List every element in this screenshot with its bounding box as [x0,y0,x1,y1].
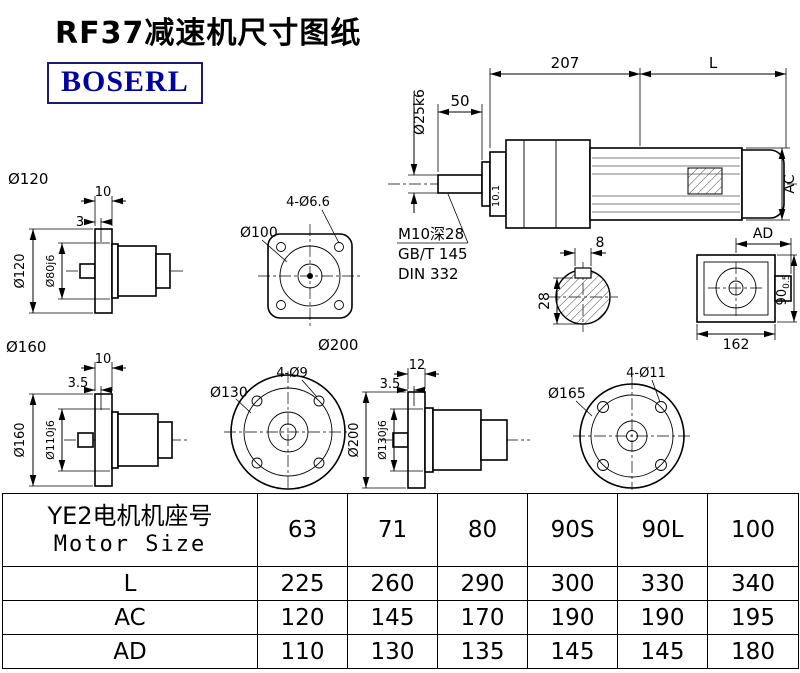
flange-200-view: 12 3.5 Ø200 Ø130j6 [347,358,530,489]
holes-11-label: 4-Ø11 [626,366,666,381]
table-cell: 195 [707,600,799,635]
motor-size-header-cell: YE2电机机座号 Motor Size [2,493,258,567]
spigot-110-dia-label: Ø110j6 [44,420,57,460]
ad-end-view: AD 162 900.5 [696,226,798,353]
table-cell: 290 [437,566,528,601]
thread-note-label: M10深28 [398,225,464,243]
key-width-label: 8 [596,235,605,251]
dia-165-label: Ø165 [548,386,586,402]
spigot-80-dia-label: Ø80j6 [44,255,57,288]
table-cell: 120 [257,600,348,635]
table-cell: 225 [257,566,348,601]
flange-200-dia-label: Ø200 [347,422,362,457]
row-label-AD: AD [2,634,258,669]
size-100-cell: 100 [707,493,799,567]
flange-100-view: 4-Ø6.6 Ø100 [240,195,362,328]
dim-101-label: 10.1 [491,185,502,207]
table-cell: 340 [707,566,799,601]
dim-L-label: L [709,54,718,72]
flange-130-view: Ø200 Ø130 4-Ø9 [210,336,358,490]
flange-160-dia-label: Ø160 [13,422,28,457]
dim-35-label-200: 3.5 [380,377,401,392]
flange-120-view: Ø120 10 3 Ø120 Ø80j6 [8,170,186,314]
dim-90-label: 900.5 [775,275,792,306]
table-cell: 260 [347,566,438,601]
dim-10-label: 10 [95,185,112,200]
size-63-cell: 63 [257,493,348,567]
table-cell: 130 [347,634,438,669]
dim-207-label: 207 [551,54,580,72]
table-cell: 180 [707,634,799,669]
flange-165-view: Ø165 4-Ø11 [548,366,691,490]
size-71-cell: 71 [347,493,438,567]
table-cell: 110 [257,634,348,669]
dia-130-label: Ø130 [210,385,248,401]
shaft-dia-label: Ø25k6 [412,89,428,135]
table-row: AD 110 130 135 145 145 180 [2,634,799,669]
drawing-canvas: 207 L 50 Ø25k6 AC 10.1 M10深28 GB/T 145 D… [6,54,798,490]
dim-10-label-160: 10 [95,352,112,367]
label-200: Ø200 [318,336,358,354]
table-cell: 145 [527,634,618,669]
page-title: RF37减速机尺寸图纸 [55,16,362,51]
dimension-table: YE2电机机座号 Motor Size 63 71 80 90S 90L 100… [2,493,799,669]
main-side-view: 207 L 50 Ø25k6 AC 10.1 M10深28 GB/T 145 D… [388,54,798,283]
key-depth-label: 28 [537,292,553,310]
table-cell: 300 [527,566,618,601]
table-row: AC 120 145 170 190 190 195 [2,600,799,635]
dim-162-label: 162 [723,337,750,353]
dim-AD-label: AD [753,226,773,242]
spigot-130-dia-label: Ø130j6 [376,420,389,460]
holes-9-label: 4-Ø9 [276,366,307,381]
table-cell: 145 [347,600,438,635]
table-cell: 145 [617,634,708,669]
brand-logo-text: BOSERL [61,65,189,98]
size-90l-cell: 90L [617,493,708,567]
dim-3-label: 3 [76,215,84,230]
shaft-section-view: 8 28 [537,235,618,332]
view-160-title: Ø160 [6,338,46,356]
std-din-label: DIN 332 [398,265,459,283]
flange-120-dia-label: Ø120 [13,253,28,288]
view-120-title: Ø120 [8,170,48,188]
motor-size-header-cn: YE2电机机座号 [47,502,213,530]
table-cell: 135 [437,634,528,669]
dim-AC-label: AC [782,174,798,193]
table-row: L 225 260 290 300 330 340 [2,566,799,601]
motor-size-header-en: Motor Size [53,532,207,557]
dim-12-label: 12 [409,358,426,373]
table-cell: 330 [617,566,708,601]
brand-logo: BOSERL [47,62,203,104]
row-label-AC: AC [2,600,258,635]
table-cell: 190 [617,600,708,635]
size-80-cell: 80 [437,493,528,567]
dia-100-label: Ø100 [240,225,278,241]
holes-66-label: 4-Ø6.6 [286,195,330,210]
size-90s-cell: 90S [527,493,618,567]
std-gb-label: GB/T 145 [398,245,468,263]
table-cell: 190 [527,600,618,635]
dim-35-label-160: 3.5 [68,376,89,391]
row-label-L: L [2,566,258,601]
dim-50-label: 50 [450,92,469,110]
table-cell: 170 [437,600,528,635]
table-header-row: YE2电机机座号 Motor Size 63 71 80 90S 90L 100 [2,493,799,567]
flange-160-view: Ø160 10 3.5 Ø160 Ø110j6 [6,338,188,487]
